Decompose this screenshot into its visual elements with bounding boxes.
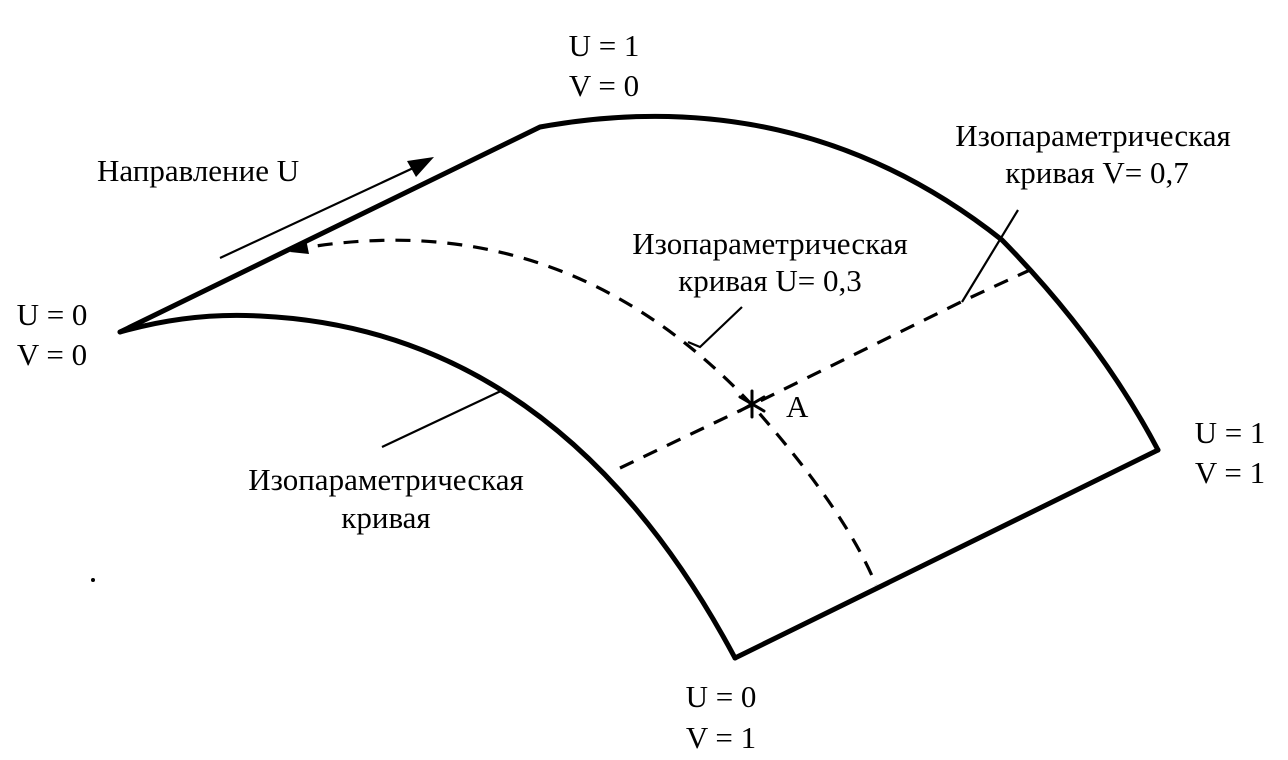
leader-iso-generic	[381, 389, 504, 448]
leader-iso-v07	[961, 209, 1019, 303]
iso-v07-label-line1: Изопараметрическая	[955, 118, 1230, 153]
corner-u1v0-v: V = 0	[569, 68, 639, 103]
iso-u03-label-line2: кривая U= 0,3	[678, 263, 862, 298]
iso-curve-u03	[291, 238, 878, 586]
leader-iso-u03	[687, 306, 743, 349]
corner-u0v1-u: U = 0	[686, 679, 757, 714]
corner-u1v0-u: U = 1	[569, 28, 640, 63]
edge-v1	[117, 312, 738, 661]
iso-curve-v07	[619, 268, 1031, 470]
iso-u03-label-line1: Изопараметрическая	[632, 226, 907, 261]
stray-dot	[91, 578, 95, 582]
point-a-label: A	[786, 389, 809, 424]
iso-u-start-arrowhead-icon	[290, 239, 309, 254]
iso-v07-label-line2: кривая V= 0,7	[1005, 155, 1189, 190]
corner-u1v1-u: U = 1	[1195, 415, 1266, 450]
point-a-marker-icon	[738, 389, 766, 419]
corner-u0v0-v: V = 0	[17, 337, 87, 372]
edge-v0	[117, 113, 1161, 453]
corner-u0v0-u: U = 0	[17, 297, 88, 332]
direction-u-label: Направление U	[97, 153, 299, 188]
edge-u1	[732, 447, 1161, 661]
corner-u0v1-v: V = 1	[686, 720, 756, 755]
iso-generic-label-line1: Изопараметрическая	[248, 462, 523, 497]
corner-u1v1-v: V = 1	[1195, 455, 1265, 490]
direction-u-arrow	[219, 157, 434, 259]
iso-generic-label-line2: кривая	[341, 500, 430, 535]
